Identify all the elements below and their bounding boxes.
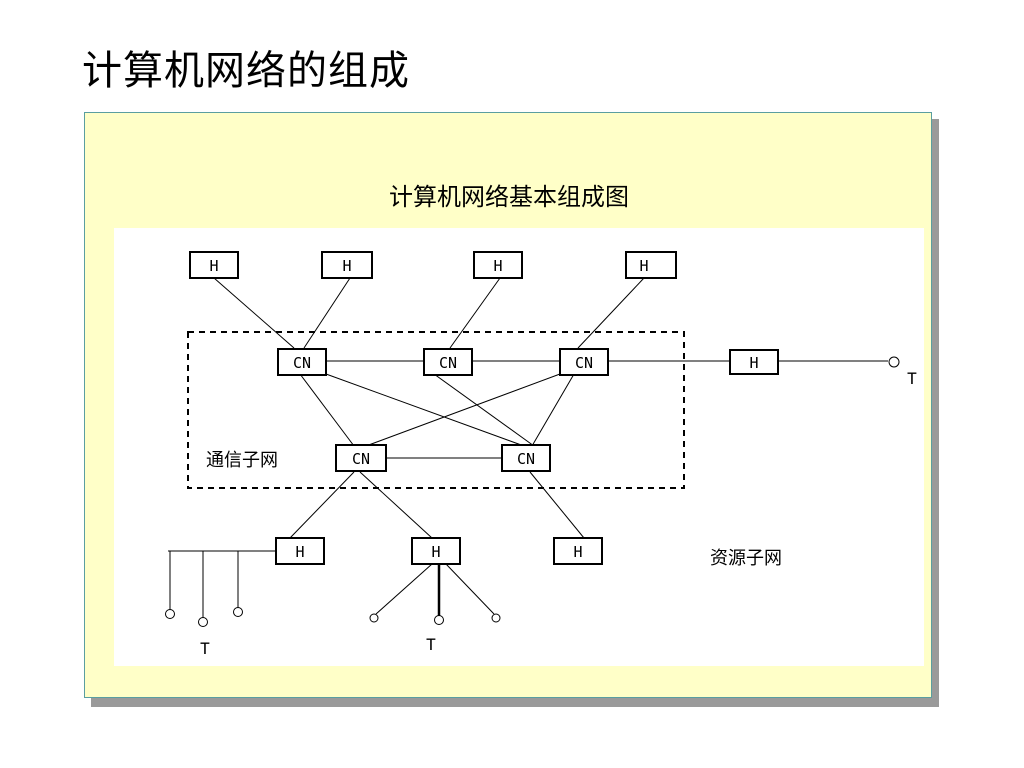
host-node: H [275,537,325,565]
cn-node: CN [277,348,327,376]
svg-text:H: H [573,543,582,561]
terminal-node [233,607,243,617]
link [531,373,575,447]
svg-text:H: H [431,543,440,561]
link [359,471,433,539]
cn-node: CN [423,348,473,376]
svg-text:CN: CN [293,354,311,372]
terminal-label: T [426,635,436,654]
host-node: H [411,537,461,565]
cn-node: CN [559,348,609,376]
terminal-node [165,609,175,619]
svg-text:H: H [493,257,502,275]
terminal-node [888,356,900,368]
link [445,563,495,615]
svg-text:H: H [342,257,351,275]
svg-text:H: H [295,543,304,561]
figure-title: 计算机网络基本组成图 [389,183,629,211]
link [325,373,525,447]
svg-text:CN: CN [575,354,593,372]
terminal-node [369,613,379,623]
communication-nodes: CN CN CN CN CN [277,348,609,472]
cn-node: CN [501,444,551,472]
host-node: H [553,537,603,565]
link [299,373,355,447]
link [433,373,535,447]
link [529,471,585,539]
network-diagram: H H H H H H H [165,251,917,658]
terminal-label: T [200,639,210,658]
svg-text:H: H [209,257,218,275]
cn-node: CN [335,444,387,472]
links [168,277,888,618]
host-node: H [321,251,373,279]
terminal-node [434,615,444,625]
terminal-node [491,613,501,623]
host-node: H [189,251,239,279]
resource-subnet-label: 资源子网 [710,548,782,569]
host-node: H [473,251,523,279]
terminals [165,356,900,627]
communication-subnet-label: 通信子网 [206,450,278,471]
slide-title: 计算机网络的组成 [82,48,410,94]
svg-text:H: H [749,354,758,372]
svg-text:CN: CN [517,450,535,468]
communication-subnet-boundary [187,331,685,489]
svg-text:H: H [639,257,648,275]
svg-text:CN: CN [352,450,370,468]
link [213,277,295,349]
terminal-node [198,617,208,627]
terminal-label: T [907,369,917,388]
link [577,277,645,349]
link [289,471,355,539]
network-diagram-canvas: H H H H H H H [114,228,924,666]
host-nodes: H H H H H H H [189,251,779,565]
host-node: H [729,349,779,375]
link [365,373,561,447]
link [449,277,501,349]
link [375,563,433,615]
link [303,277,351,349]
svg-text:CN: CN [439,354,457,372]
host-node: H [625,251,677,279]
